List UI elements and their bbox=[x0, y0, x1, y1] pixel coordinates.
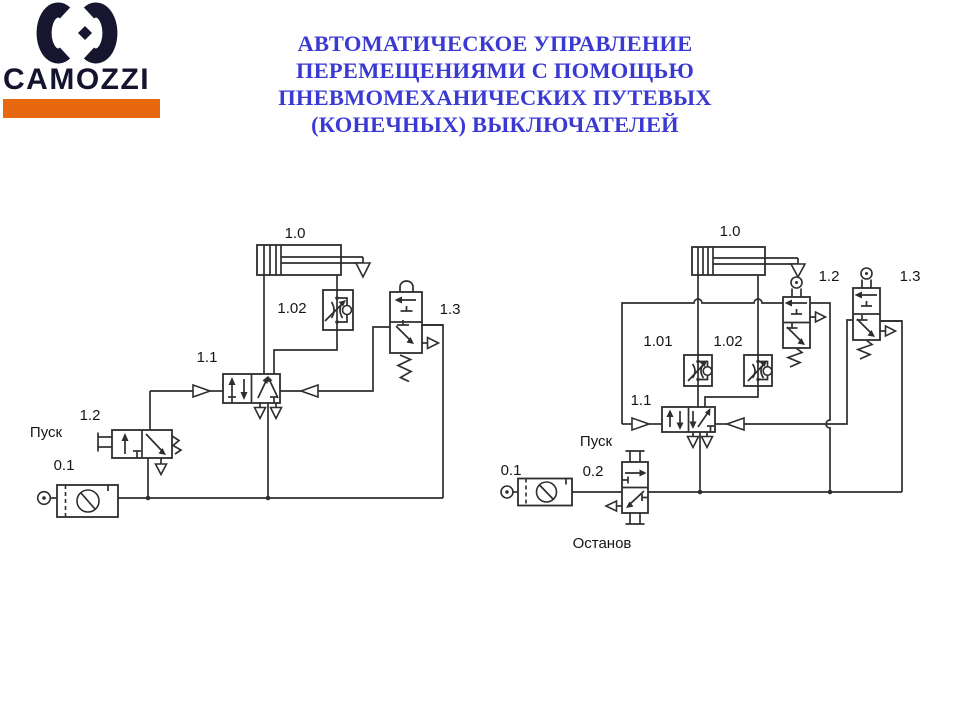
air-supply-0-1 bbox=[36, 484, 119, 518]
label-main-valve: 1.1 bbox=[197, 349, 218, 366]
brand-wordmark: CAMOZZI bbox=[3, 63, 151, 96]
label-air-supply: 0.1 bbox=[501, 462, 522, 479]
label-air-supply: 0.1 bbox=[54, 457, 75, 474]
label-limit-valve-13: 1.3 bbox=[900, 268, 921, 285]
label-flow-valve: 1.02 bbox=[277, 300, 306, 317]
start-stop-valve-0-2 bbox=[604, 450, 649, 525]
cylinder-1-0 bbox=[256, 244, 372, 279]
air-supply-0-1 bbox=[500, 477, 573, 507]
label-stop-caption: Останов bbox=[573, 535, 632, 552]
flow-control-valve-1-01 bbox=[683, 354, 713, 387]
right-pneumatic-diagram: 1.0 1.01 1.02 1.1 1.2 1.3 0.1 0.2 Пуск О… bbox=[500, 223, 921, 552]
label-cylinder: 1.0 bbox=[720, 223, 741, 240]
brand-bar bbox=[3, 99, 160, 118]
label-cylinder: 1.0 bbox=[285, 225, 306, 242]
label-start-caption: Пуск bbox=[580, 433, 613, 450]
limit-valve-1-3 bbox=[852, 267, 902, 360]
label-flow-valve-2: 1.02 bbox=[713, 333, 742, 350]
limit-valve-1-2 bbox=[782, 276, 828, 368]
label-start-stop-valve: 0.2 bbox=[583, 463, 604, 480]
flow-control-valve-1-02 bbox=[322, 289, 354, 331]
label-limit-valve-12: 1.2 bbox=[819, 268, 840, 285]
slide-title: АВТОМАТИЧЕСКОЕ УПРАВЛЕНИЕ ПЕРЕМЕЩЕНИЯМИ … bbox=[278, 31, 712, 137]
label-main-valve: 1.1 bbox=[631, 392, 652, 409]
label-flow-valve-1: 1.01 bbox=[643, 333, 672, 350]
label-limit-valve: 1.3 bbox=[440, 301, 461, 318]
start-valve-1-2 bbox=[97, 391, 183, 498]
limit-valve-1-3 bbox=[389, 280, 443, 383]
main-valve-1-1 bbox=[150, 326, 390, 498]
left-pneumatic-diagram: 1.0 1.02 1.1 1.2 Пуск 0.1 1.3 bbox=[30, 225, 461, 518]
label-start-caption: Пуск bbox=[30, 424, 63, 441]
main-valve-1-1 bbox=[622, 319, 853, 492]
camozzi-logo-icon bbox=[36, 2, 118, 64]
cylinder-1-0 bbox=[691, 246, 807, 279]
flow-control-valve-1-02 bbox=[743, 354, 773, 387]
label-start-valve: 1.2 bbox=[80, 407, 101, 424]
